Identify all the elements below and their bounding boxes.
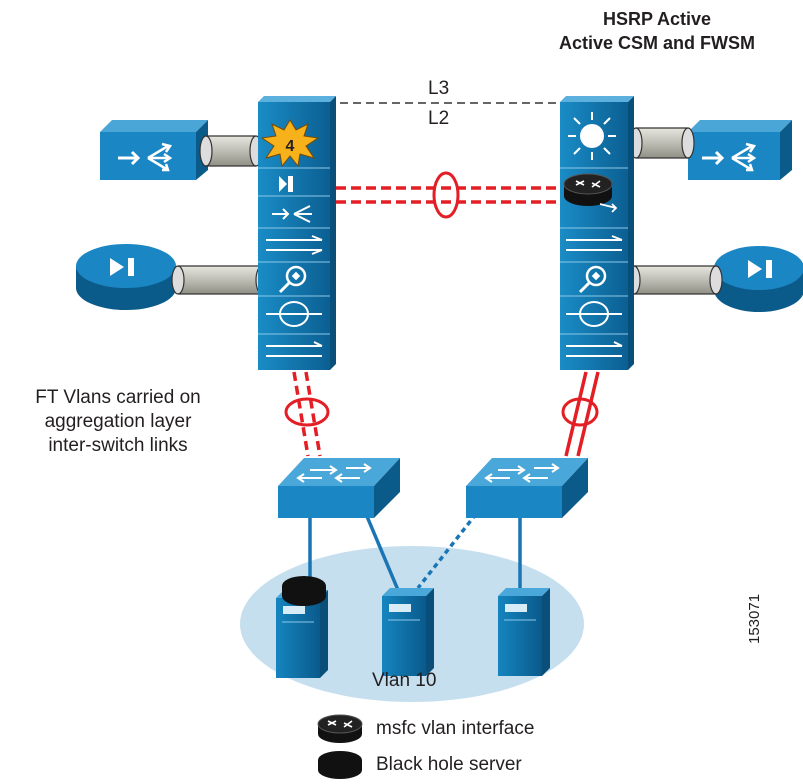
server-left bbox=[276, 590, 328, 678]
legend-blackhole-label: Black hole server bbox=[376, 754, 522, 775]
layer-l2-label: L2 bbox=[428, 108, 450, 129]
left-top-cable bbox=[199, 135, 263, 167]
left-aggregation-chassis bbox=[258, 96, 336, 370]
ft-note-line-2: aggregation layer bbox=[44, 411, 192, 432]
right-access-switch bbox=[466, 458, 588, 518]
right-bottom-cable bbox=[627, 265, 723, 295]
legend-msfc-icon bbox=[317, 714, 363, 743]
header-line-2: Active CSM and FWSM bbox=[558, 33, 755, 53]
black-hole-marker bbox=[282, 576, 326, 606]
right-router bbox=[688, 120, 792, 180]
ft-note-line-3: inter-switch links bbox=[48, 435, 188, 456]
right-uplink-solid bbox=[561, 371, 600, 457]
msfc-router-icon bbox=[563, 173, 618, 213]
left-bottom-cable bbox=[171, 265, 269, 295]
figure-id: 153071 bbox=[746, 593, 763, 644]
badge-number: 4 bbox=[286, 138, 295, 155]
right-firewall-disc bbox=[714, 246, 803, 312]
server-middle bbox=[382, 588, 434, 676]
left-uplink-dashed bbox=[284, 371, 330, 457]
right-top-cable bbox=[629, 127, 695, 159]
vlan-label: Vlan 10 bbox=[372, 670, 437, 691]
ft-note-line-1: FT Vlans carried on bbox=[35, 387, 201, 408]
explosion-badge bbox=[260, 119, 320, 168]
server-links bbox=[308, 512, 522, 591]
right-aggregation-chassis bbox=[560, 96, 634, 370]
left-access-switch bbox=[278, 458, 400, 518]
legend-blackhole-icon bbox=[318, 751, 362, 779]
legend-msfc-label: msfc vlan interface bbox=[376, 718, 535, 739]
left-router bbox=[100, 120, 208, 180]
header-line-1: HSRP Active bbox=[602, 9, 712, 29]
inter-chassis-ft-link bbox=[336, 171, 560, 219]
left-firewall-disc bbox=[76, 244, 176, 310]
layer-l3-label: L3 bbox=[428, 78, 450, 99]
server-right bbox=[498, 588, 550, 676]
